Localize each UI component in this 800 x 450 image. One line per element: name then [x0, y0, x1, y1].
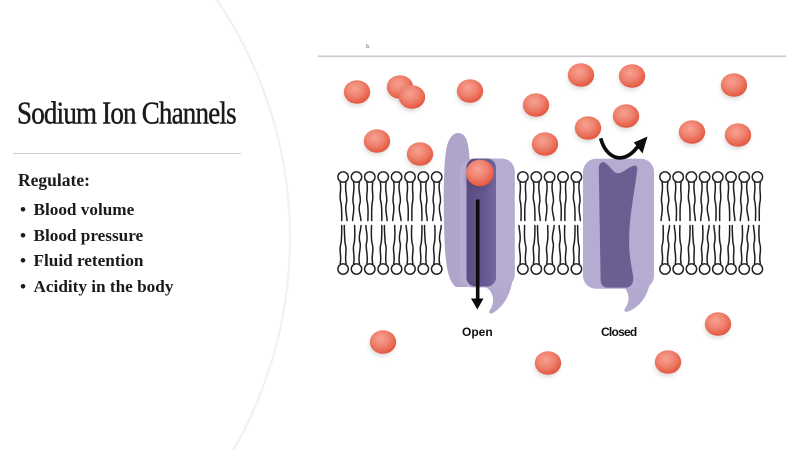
svg-text:ь: ь — [366, 43, 370, 50]
